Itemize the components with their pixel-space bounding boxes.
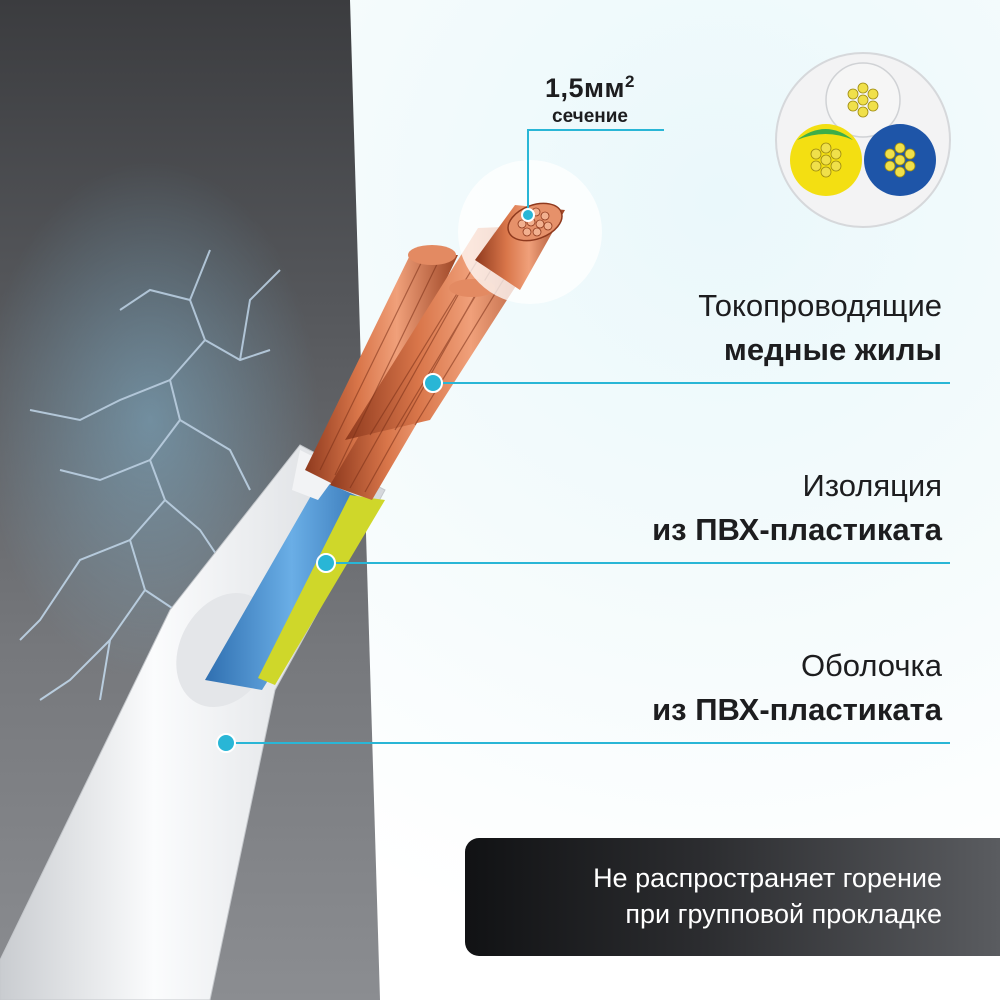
section-caption: сечение	[552, 106, 628, 127]
callout-conductors-subtitle: медные жилы	[723, 332, 942, 367]
callout-dots	[216, 208, 535, 753]
callout-sheath: Оболочка из ПВХ-пластиката	[520, 644, 942, 732]
callout-conductors: Токопроводящие медные жилы	[520, 284, 942, 372]
callout-connectors	[226, 129, 950, 744]
callout-insulation: Изоляция из ПВХ-пластиката	[520, 464, 942, 552]
banner-line-1: Не распространяет горение	[593, 863, 942, 893]
earth-insulation	[258, 495, 385, 685]
fire-safety-banner: Не распространяет горение при групповой …	[465, 838, 1000, 956]
cross-section-label: 1,5мм2 сечение	[520, 72, 660, 128]
banner-line-2: при групповой прокладке	[625, 899, 942, 929]
callout-insulation-title: Изоляция	[802, 468, 942, 503]
callout-sheath-title: Оболочка	[800, 648, 942, 683]
cross-section-diagram	[775, 52, 951, 228]
callout-conductors-title: Токопроводящие	[698, 288, 942, 323]
section-size-superscript: 2	[625, 72, 635, 91]
callout-insulation-subtitle: из ПВХ-пластиката	[652, 512, 942, 547]
callout-sheath-subtitle: из ПВХ-пластиката	[652, 692, 942, 727]
section-size-value: 1,5мм	[545, 73, 625, 103]
section-size: 1,5мм2	[520, 72, 660, 104]
